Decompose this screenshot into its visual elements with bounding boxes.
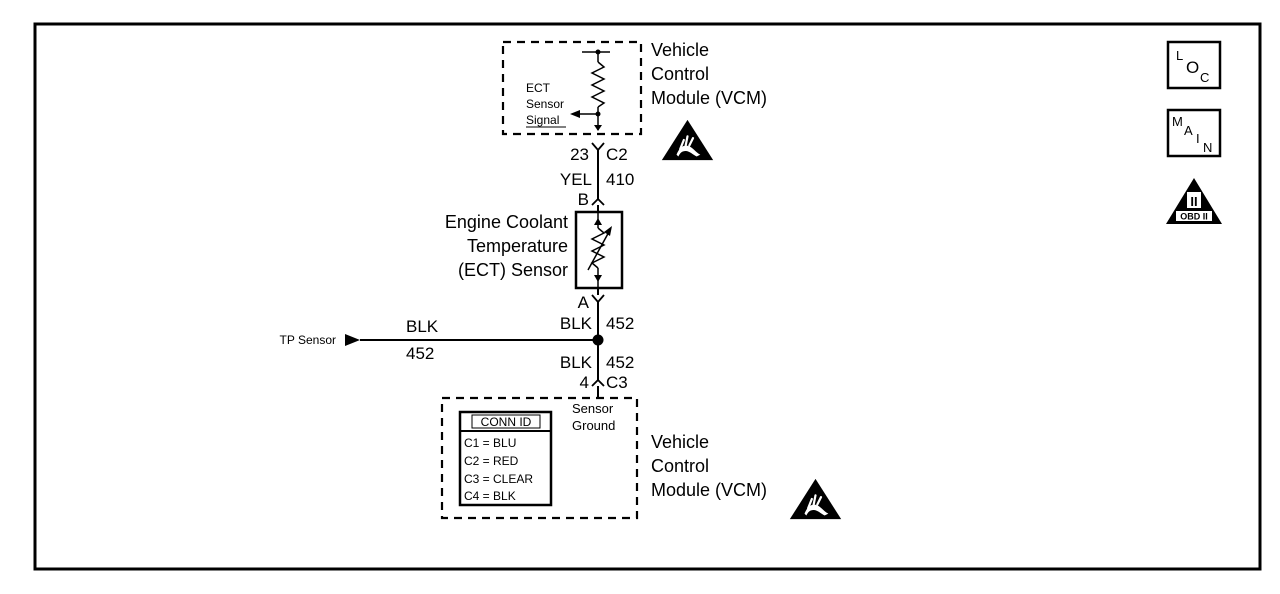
sensor-pin-a: A xyxy=(578,293,590,312)
vcm-top-resistor xyxy=(590,61,606,108)
pin-top-number: 23 xyxy=(570,145,589,164)
esd-warning-icon-bottom xyxy=(788,477,843,521)
vcm-top-module: ECT Sensor Signal Vehicle Control Module… xyxy=(501,40,767,162)
thermistor-icon xyxy=(590,227,606,269)
pin-bottom-connector: C3 xyxy=(606,373,628,392)
tp-wire-circuit: 452 xyxy=(406,344,434,363)
main-letter-n: N xyxy=(1203,140,1212,155)
tp-arrow-icon xyxy=(345,334,360,346)
conn-id-row-1: C1 = BLU xyxy=(464,436,516,450)
obd-caption: OBD II xyxy=(1180,212,1208,222)
vcm-top-inner-line-2: Sensor xyxy=(526,97,564,111)
main-letter-i: I xyxy=(1196,131,1200,146)
wire-bottom-color: BLK xyxy=(560,353,593,372)
vcm-bottom-inner-line-1: Sensor xyxy=(572,401,614,416)
vcm-top-inner-line-3: Signal xyxy=(526,113,559,127)
pin-bottom-number: 4 xyxy=(580,373,589,392)
conn-id-row-4: C4 = BLK xyxy=(464,489,516,503)
pin-top-connector: C2 xyxy=(606,145,628,164)
vcm-bottom-title-line-2: Control xyxy=(651,456,709,476)
connector-b-symbol xyxy=(591,197,605,206)
ect-sensor: Engine Coolant Temperature (ECT) Sensor xyxy=(445,210,624,290)
signal-arrow-icon xyxy=(570,110,580,118)
wire-top-color: YEL xyxy=(560,170,592,189)
sensor-label-line-2: Temperature xyxy=(467,236,568,256)
diagram-frame xyxy=(33,22,1262,571)
sensor-pin-b: B xyxy=(578,190,589,209)
wire-a-color: BLK xyxy=(560,314,593,333)
main-letter-m: M xyxy=(1172,114,1183,129)
main-letter-a: A xyxy=(1184,123,1193,138)
vcm-top-title-line-1: Vehicle xyxy=(651,40,709,60)
sensor-label-line-3: (ECT) Sensor xyxy=(458,260,568,280)
vcm-bottom-dashed-box xyxy=(440,396,639,520)
obd-ii-icon[interactable]: II OBD II xyxy=(1166,178,1222,224)
connector-c2-symbol xyxy=(591,142,605,152)
loc-letter-c: C xyxy=(1200,70,1209,85)
main-icon[interactable]: M A I N xyxy=(1166,108,1222,158)
tp-sensor-label: TP Sensor xyxy=(280,333,336,347)
vcm-top-inner-line-1: ECT xyxy=(526,81,551,95)
sensor-label-line-1: Engine Coolant xyxy=(445,212,568,232)
connector-a-symbol xyxy=(591,294,605,304)
connector-c3-symbol xyxy=(591,378,605,387)
tp-wire-color: BLK xyxy=(406,317,439,336)
wire-bottom-circuit: 452 xyxy=(606,353,634,372)
loc-letter-o: O xyxy=(1186,58,1199,77)
wire-top-circuit: 410 xyxy=(606,170,634,189)
vcm-top-dashed-box xyxy=(501,40,643,136)
esd-warning-icon xyxy=(660,118,715,162)
loc-icon[interactable]: L O C xyxy=(1166,40,1222,90)
conn-id-row-2: C2 = RED xyxy=(464,454,519,468)
vcm-bottom-module: Sensor Ground CONN ID C1 = BLU C2 = RED … xyxy=(440,396,843,521)
vcm-bottom-title-line-1: Vehicle xyxy=(651,432,709,452)
conn-id-row-3: C3 = CLEAR xyxy=(464,472,533,486)
vcm-top-title-line-2: Control xyxy=(651,64,709,84)
wire-a-circuit: 452 xyxy=(606,314,634,333)
loc-letter-l: L xyxy=(1176,48,1183,63)
vcm-bottom-inner-line-2: Ground xyxy=(572,418,615,433)
vcm-bottom-title-line-3: Module (VCM) xyxy=(651,480,767,500)
obd-symbol: II xyxy=(1190,194,1197,209)
conn-id-header: CONN ID xyxy=(481,415,532,429)
vcm-top-title-line-3: Module (VCM) xyxy=(651,88,767,108)
